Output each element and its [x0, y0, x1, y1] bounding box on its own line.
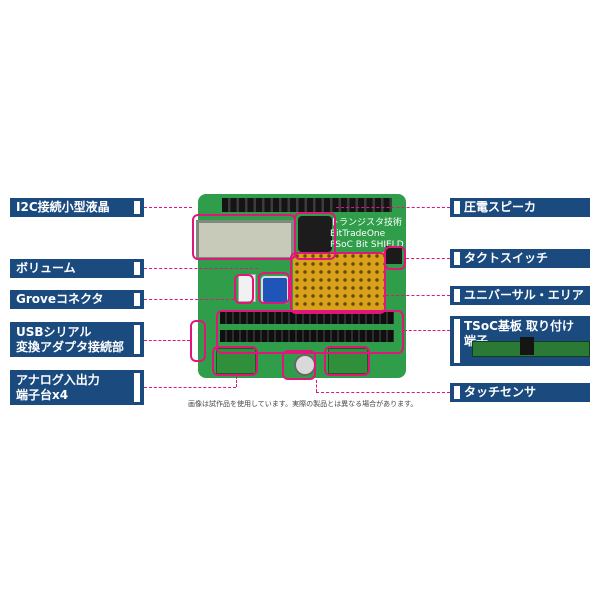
highlight-tact	[384, 246, 406, 270]
shield-board-image: トランジスタ技術 BitTradeOne PSoC Bit SHIELD	[196, 194, 406, 378]
label-i2c-lcd-text: I2C接続小型液晶	[16, 200, 110, 214]
label-grove: Groveコネクタ	[10, 290, 144, 309]
leader-touch	[316, 392, 450, 393]
label-usb-serial: USBシリアル 変換アダプタ接続部	[10, 322, 144, 357]
silkscreen-line-2: BitTradeOne	[330, 229, 386, 239]
silkscreen-line-3: PSoC Bit SHIELD	[330, 240, 404, 250]
tact-switch	[386, 246, 402, 264]
gpio-header	[222, 198, 392, 212]
label-universal-area-text: ユニバーサル・エリア	[464, 288, 584, 302]
leader-speaker	[336, 207, 450, 208]
highlight-usb	[190, 320, 206, 362]
label-universal-area: ユニバーサル・エリア	[450, 286, 590, 305]
tsoc-socket-top	[220, 312, 394, 324]
label-analog-io: アナログ入出力 端子台x4	[10, 370, 144, 405]
highlight-touch	[282, 350, 316, 380]
leader-usb	[144, 340, 190, 341]
label-volume-text: ボリューム	[16, 261, 76, 275]
tsoc-board-image	[472, 335, 590, 361]
label-analog-io-text: アナログ入出力 端子台x4	[16, 372, 100, 402]
highlight-lcd	[192, 214, 296, 260]
lcd-module	[196, 220, 294, 260]
label-tact-switch: タクトスイッチ	[450, 249, 590, 268]
piezo-speaker	[298, 216, 332, 252]
label-touch-sensor-text: タッチセンサ	[464, 385, 537, 399]
highlight-terminal-right	[324, 346, 370, 376]
highlight-grove	[234, 274, 254, 304]
disclaimer-caption: 画像は試作品を使用しています。実際の製品とは異なる場合があります。	[188, 400, 418, 408]
leader-i2c-lcd	[144, 207, 192, 208]
highlight-volume	[258, 272, 290, 304]
leader-analog	[144, 387, 236, 388]
label-usb-serial-text: USBシリアル 変換アダプタ接続部	[16, 324, 125, 354]
label-i2c-lcd: I2C接続小型液晶	[10, 198, 144, 217]
label-volume: ボリューム	[10, 259, 144, 278]
label-touch-sensor: タッチセンサ	[450, 383, 590, 402]
label-speaker: 圧電スピーカ	[450, 198, 590, 217]
universal-area	[293, 252, 385, 312]
leader-tsoc	[404, 330, 450, 331]
leader-touch-v	[316, 380, 317, 392]
highlight-universal	[290, 252, 386, 314]
highlight-terminal-left	[212, 346, 258, 376]
leader-grove	[144, 299, 234, 300]
highlight-speaker	[294, 212, 336, 260]
label-speaker-text: 圧電スピーカ	[464, 200, 537, 214]
leader-volume	[144, 268, 258, 269]
silkscreen-line-1: トランジスタ技術	[330, 218, 403, 228]
label-grove-text: Groveコネクタ	[16, 292, 104, 306]
board-silkscreen: トランジスタ技術 BitTradeOne PSoC Bit SHIELD	[330, 218, 404, 251]
leader-universal	[386, 295, 450, 296]
leader-tact	[406, 258, 450, 259]
tsoc-chip	[520, 337, 534, 355]
leader-analog-v	[236, 376, 237, 387]
label-tact-switch-text: タクトスイッチ	[464, 251, 549, 265]
tsoc-socket-bottom	[220, 330, 394, 342]
